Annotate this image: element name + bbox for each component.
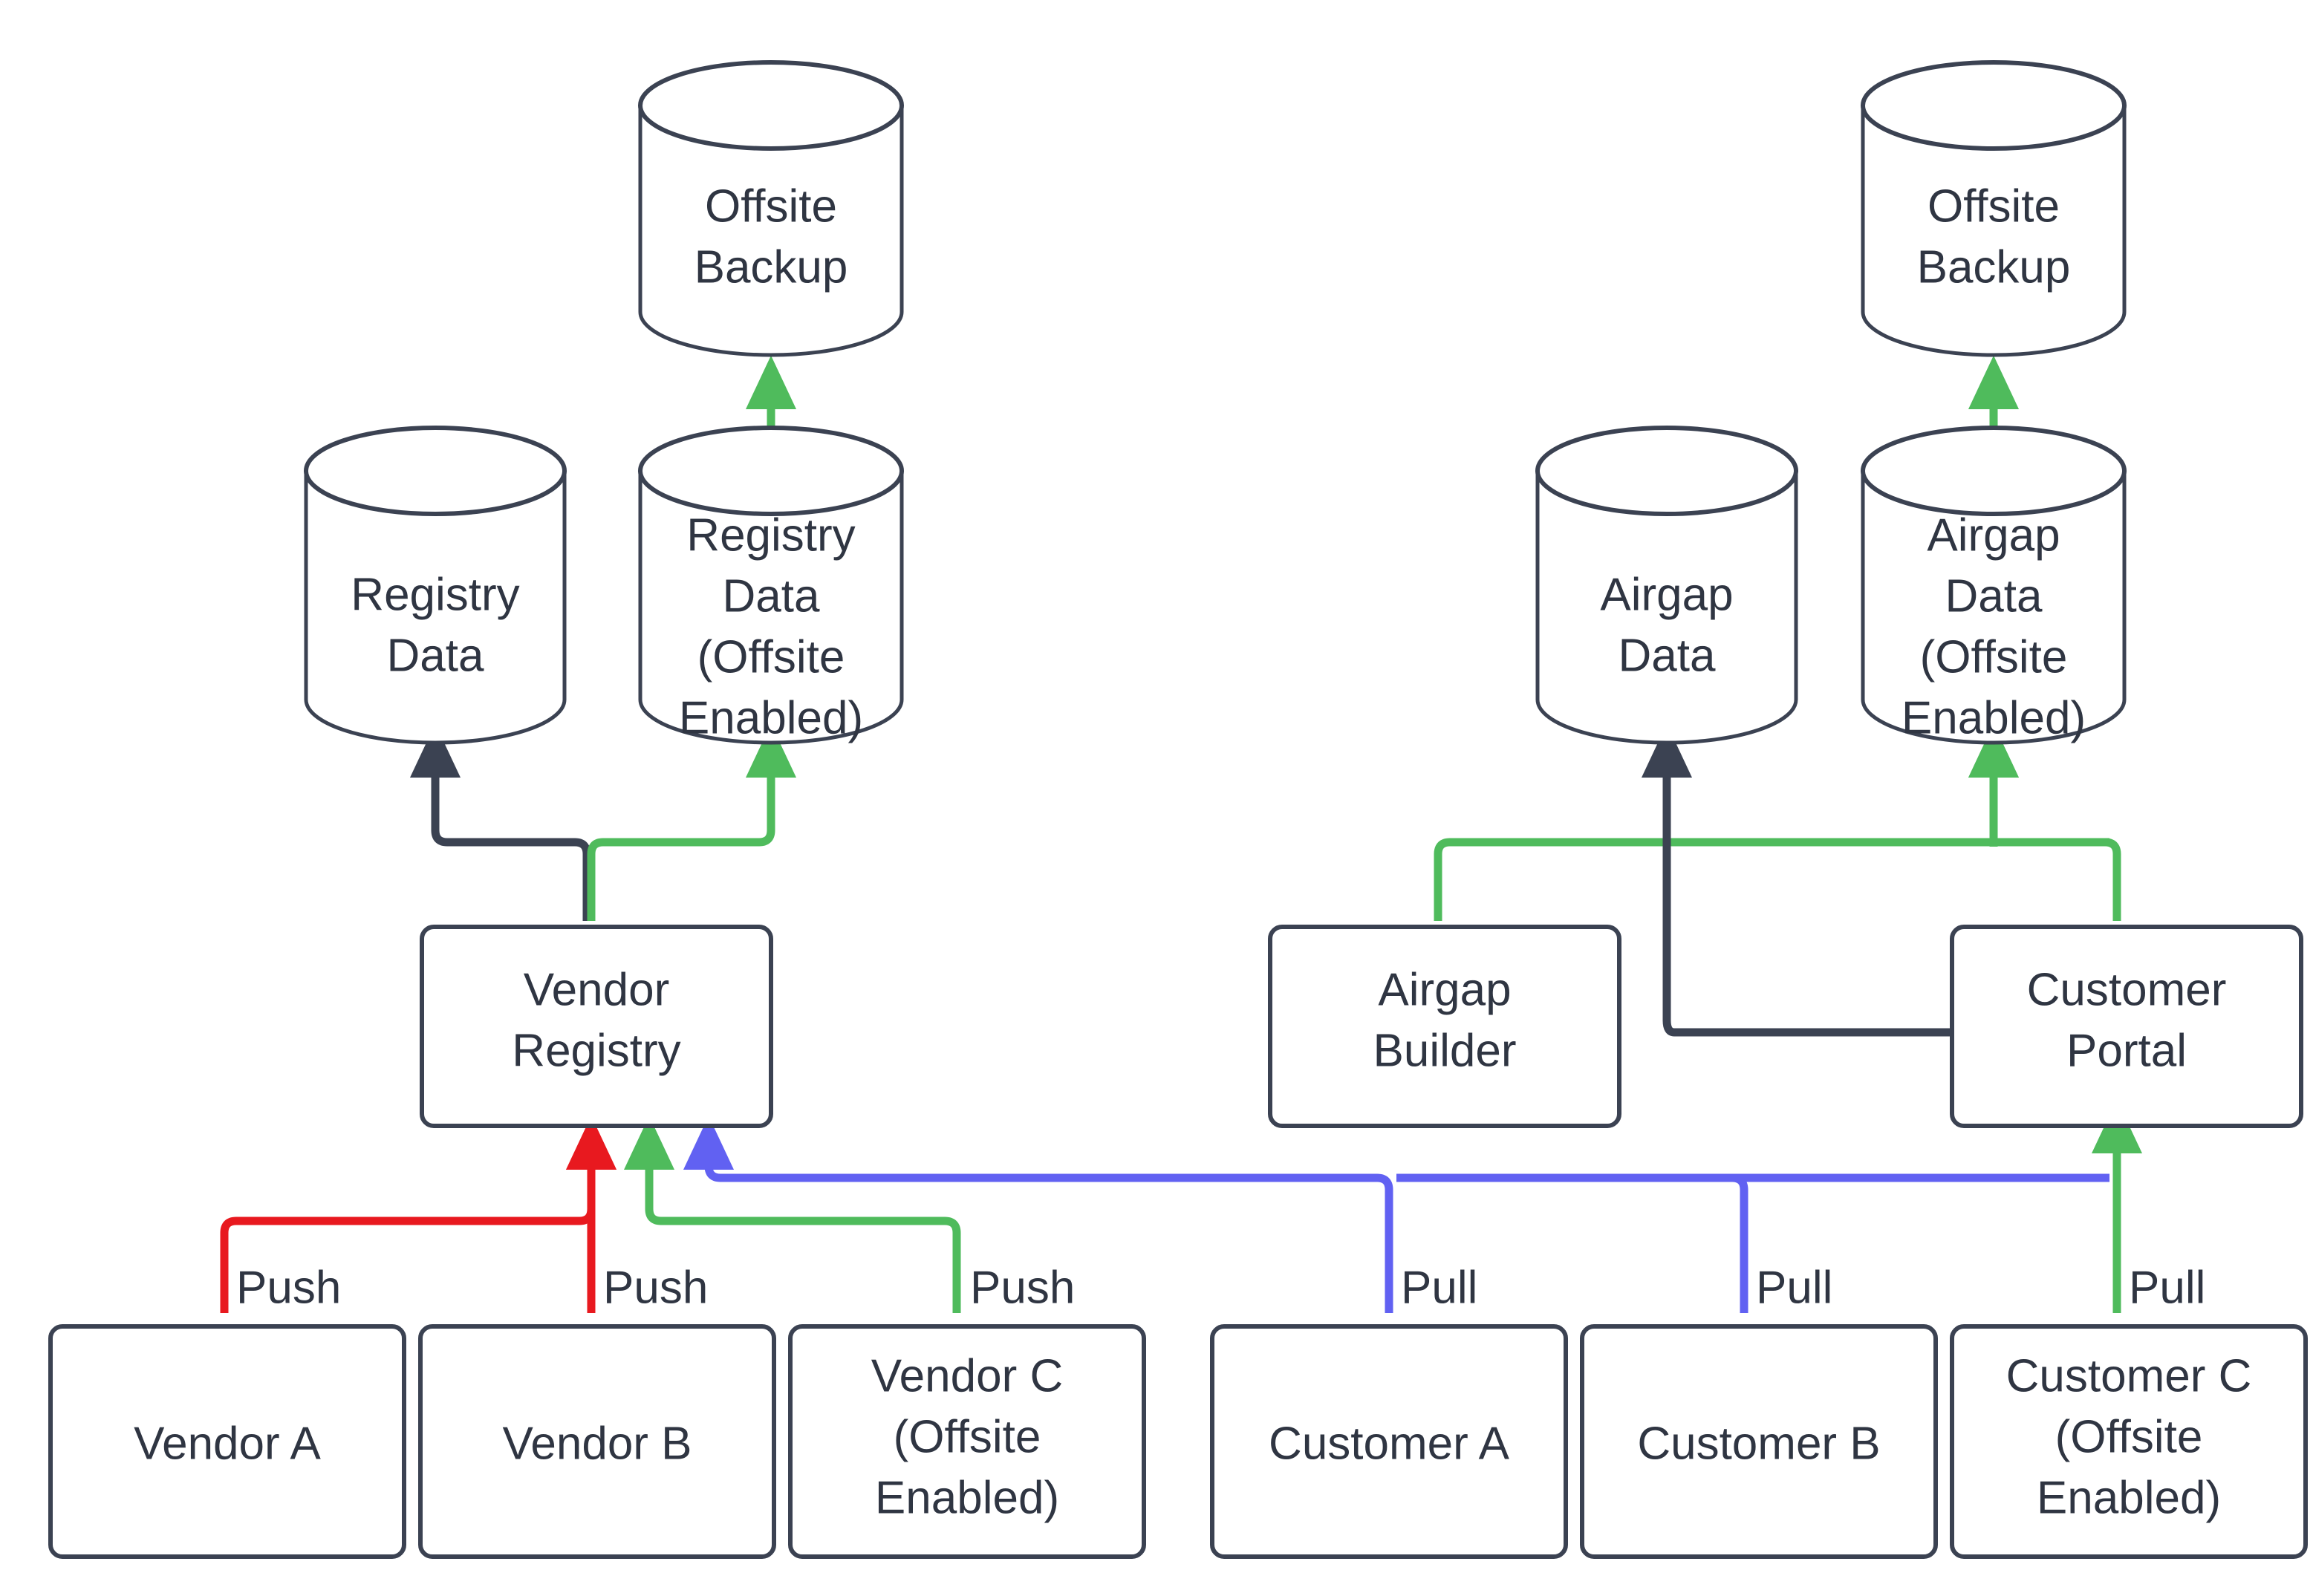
node-airgap-data[interactable]: Airgap Data bbox=[1535, 426, 1798, 745]
airgap-data-label-2: Data bbox=[1619, 630, 1716, 681]
edge-label-vendor-a-push: Push bbox=[236, 1262, 341, 1313]
node-airgap-builder[interactable]: Airgap Builder bbox=[1268, 925, 1621, 1128]
vendor-b-label: Vendor B bbox=[502, 1418, 692, 1469]
edge-customer-portal-to-airgap-data-offsite bbox=[1994, 752, 2121, 921]
node-customer-portal[interactable]: Customer Portal bbox=[1950, 925, 2303, 1128]
edge-vendor-registry-to-registry-data bbox=[409, 723, 591, 921]
registry-data-offsite-label-2: Data bbox=[723, 570, 820, 622]
node-offsite-backup-left[interactable]: Offsite Backup bbox=[638, 60, 904, 357]
offsite-backup-right-label-1: Offsite bbox=[1928, 180, 2060, 232]
customer-portal-label-1: Customer bbox=[2027, 964, 2227, 1015]
edge-label-vendor-c-push: Push bbox=[970, 1262, 1075, 1313]
edge-label-customer-c-pull: Pull bbox=[2129, 1262, 2205, 1313]
edge-vendor-c-to-vendor-registry bbox=[623, 1115, 961, 1313]
airgap-builder-label-2: Builder bbox=[1373, 1025, 1517, 1076]
node-registry-data[interactable]: Registry Data bbox=[304, 426, 567, 745]
airgap-builder-label-1: Airgap bbox=[1378, 964, 1511, 1015]
vendor-c-label-2: (Offsite bbox=[894, 1411, 1041, 1462]
edge-airgap-builder-to-airgap-data-offsite bbox=[1434, 838, 2109, 921]
customer-a-label: Customer A bbox=[1269, 1418, 1510, 1469]
registry-data-offsite-label-3: (Offsite bbox=[697, 631, 845, 683]
registry-data-offsite-label-4: Enabled) bbox=[679, 692, 863, 743]
registry-data-label-1: Registry bbox=[351, 569, 519, 620]
node-customer-b[interactable]: Customer B bbox=[1580, 1324, 1938, 1559]
node-customer-c[interactable]: Customer C (Offsite Enabled) bbox=[1950, 1324, 2308, 1559]
node-vendor-b[interactable]: Vendor B bbox=[418, 1324, 776, 1559]
node-vendor-c[interactable]: Vendor C (Offsite Enabled) bbox=[788, 1324, 1146, 1559]
vendor-c-label-1: Vendor C bbox=[871, 1350, 1064, 1401]
edge-vendor-registry-to-registry-data-offsite bbox=[587, 723, 797, 921]
customer-c-label-2: (Offsite bbox=[2055, 1411, 2203, 1462]
vendor-registry-label-1: Vendor bbox=[524, 964, 670, 1015]
registry-data-label-2: Data bbox=[387, 630, 484, 681]
airgap-data-offsite-label-3: (Offsite bbox=[1920, 631, 2068, 683]
edge-label-customer-a-pull: Pull bbox=[1401, 1262, 1477, 1313]
offsite-backup-right-label-2: Backup bbox=[1917, 241, 2071, 293]
node-vendor-a[interactable]: Vendor A bbox=[48, 1324, 406, 1559]
customer-portal-label-2: Portal bbox=[2066, 1025, 2187, 1076]
edge-customer-a-to-vendor-registry bbox=[683, 1115, 1393, 1313]
airgap-data-label-1: Airgap bbox=[1600, 569, 1733, 620]
offsite-backup-left-label-1: Offsite bbox=[705, 180, 837, 232]
edge-label-customer-b-pull: Pull bbox=[1756, 1262, 1832, 1313]
node-offsite-backup-right[interactable]: Offsite Backup bbox=[1861, 60, 2127, 357]
airgap-data-offsite-label-2: Data bbox=[1945, 570, 2043, 622]
customer-b-label: Customer B bbox=[1637, 1418, 1880, 1469]
vendor-registry-label-2: Registry bbox=[512, 1025, 680, 1076]
node-customer-a[interactable]: Customer A bbox=[1210, 1324, 1568, 1559]
airgap-data-offsite-label-4: Enabled) bbox=[1902, 692, 2086, 743]
airgap-data-offsite-label-1: Airgap bbox=[1927, 509, 2060, 561]
offsite-backup-left-label-2: Backup bbox=[694, 241, 848, 293]
edge-customer-portal-to-airgap-data bbox=[1641, 723, 1952, 1037]
edge-label-vendor-b-push: Push bbox=[603, 1262, 708, 1313]
customer-c-label-1: Customer C bbox=[2006, 1350, 2252, 1401]
vendor-c-label-3: Enabled) bbox=[875, 1472, 1059, 1523]
vendor-a-label: Vendor A bbox=[134, 1418, 321, 1469]
registry-data-offsite-label-1: Registry bbox=[686, 509, 855, 561]
customer-c-label-3: Enabled) bbox=[2037, 1472, 2221, 1523]
node-registry-data-offsite[interactable]: Registry Data (Offsite Enabled) bbox=[638, 426, 904, 745]
node-airgap-data-offsite[interactable]: Airgap Data (Offsite Enabled) bbox=[1861, 426, 2127, 745]
node-vendor-registry[interactable]: Vendor Registry bbox=[420, 925, 773, 1128]
